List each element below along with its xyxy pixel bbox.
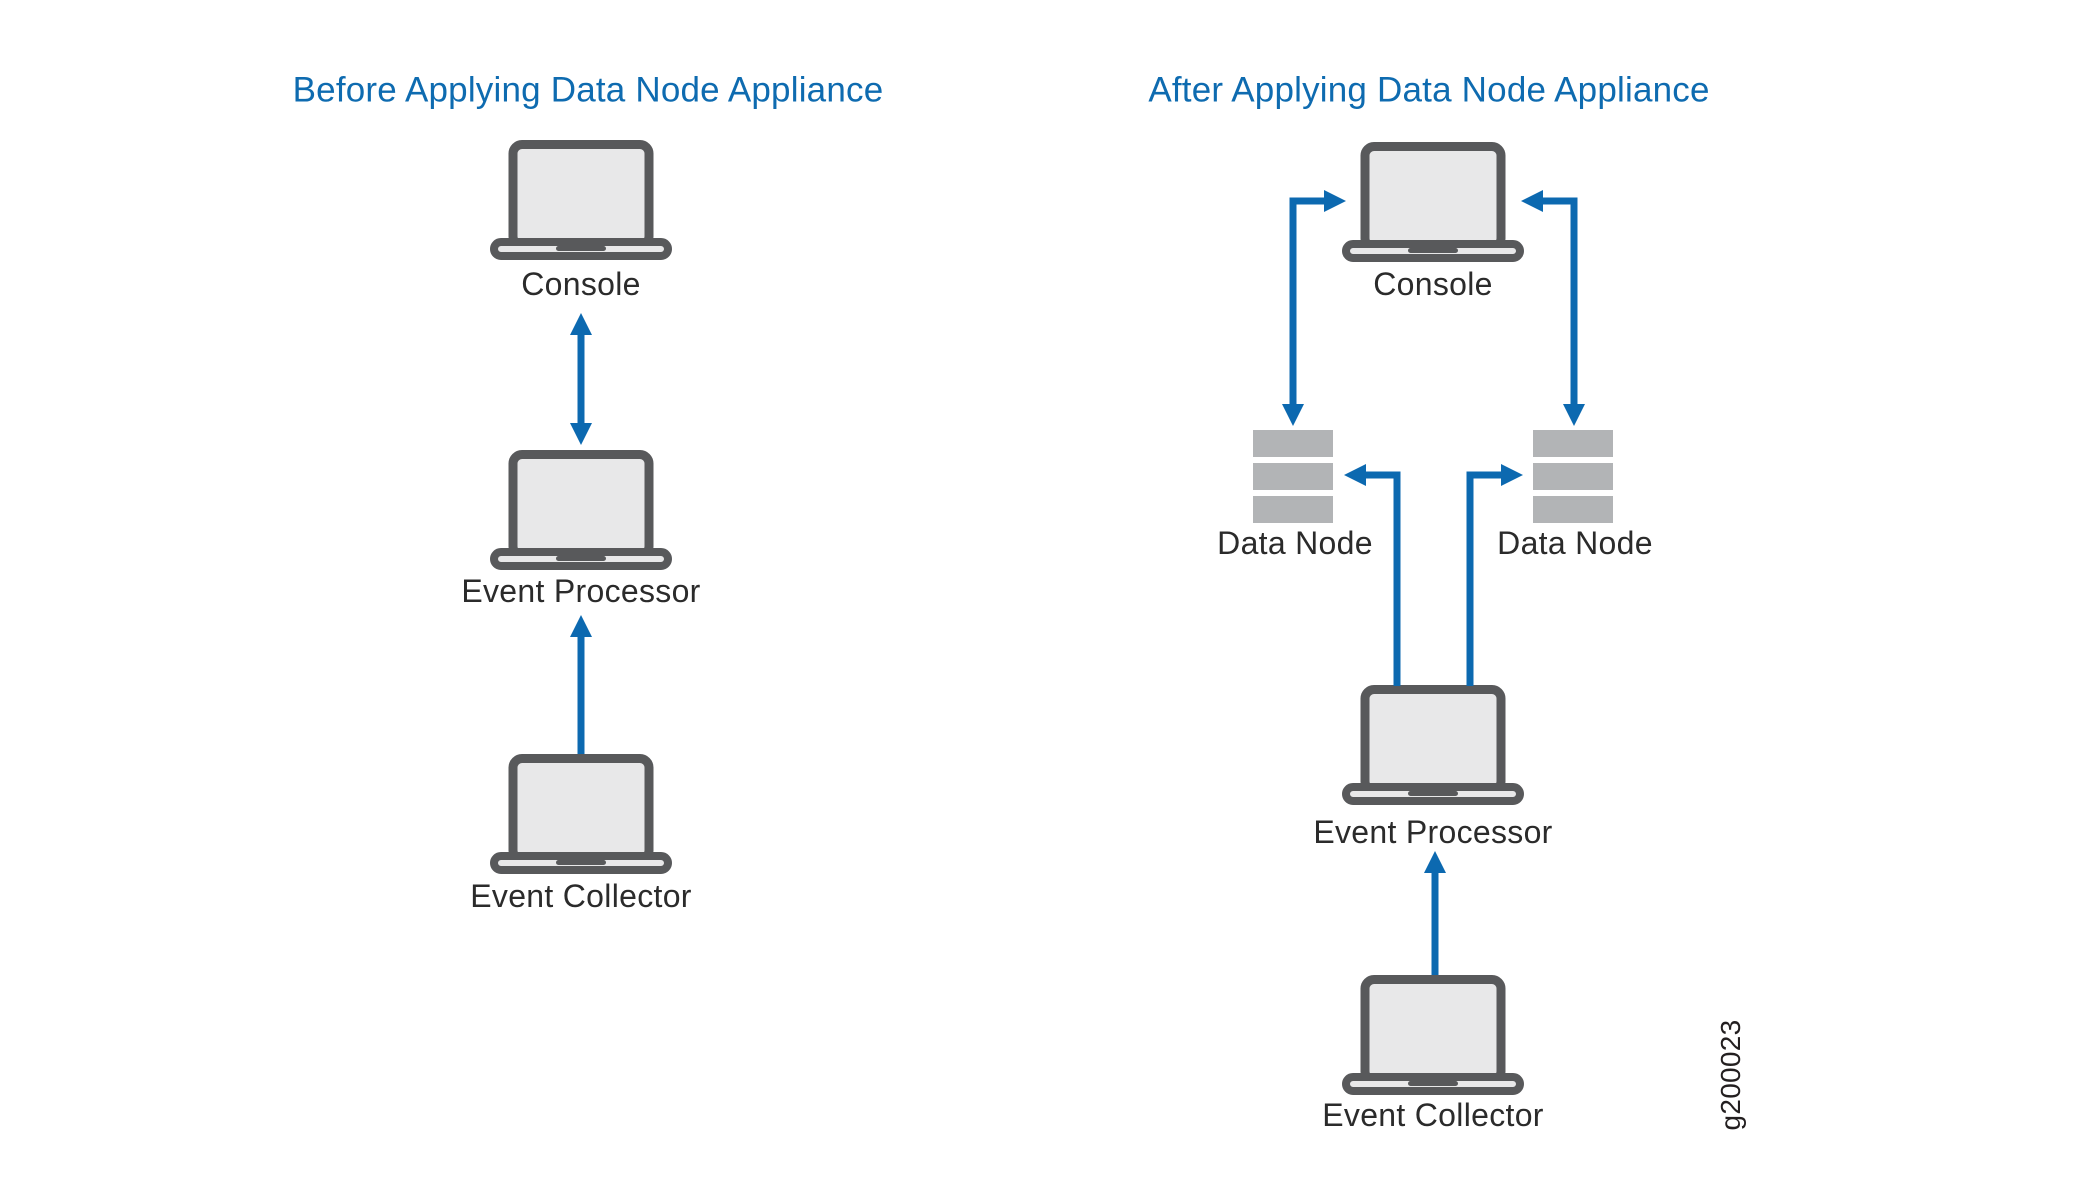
before-diagram bbox=[494, 145, 668, 871]
arrow-datanode-right-console bbox=[1521, 190, 1585, 426]
before-event-processor-label: Event Processor bbox=[461, 573, 701, 609]
arrow-datanode-left-console bbox=[1282, 190, 1346, 426]
after-panel-title: After Applying Data Node Appliance bbox=[1148, 70, 1710, 110]
arrow-eventprocessor-datanode-left bbox=[1344, 464, 1401, 686]
arrow-console-eventprocessor-bidirectional bbox=[570, 313, 592, 445]
figure-id-label: g200023 bbox=[1715, 1019, 1746, 1131]
after-data-node-left-label: Data Node bbox=[1217, 525, 1373, 561]
after-diagram bbox=[1253, 147, 1613, 1092]
laptop-icon-event-processor-after bbox=[1346, 690, 1520, 802]
laptop-icon-event-collector-after bbox=[1346, 980, 1520, 1092]
data-node-left-icon bbox=[1253, 430, 1333, 523]
laptop-icon-console-after bbox=[1346, 147, 1520, 259]
after-console-label: Console bbox=[1373, 266, 1493, 302]
laptop-icon-console-before bbox=[494, 145, 668, 257]
laptop-icon-event-processor-before bbox=[494, 455, 668, 567]
data-node-right-icon bbox=[1533, 430, 1613, 523]
laptop-icon-event-collector-before bbox=[494, 759, 668, 871]
before-console-label: Console bbox=[521, 266, 641, 302]
after-event-collector-label: Event Collector bbox=[1322, 1097, 1544, 1133]
after-data-node-right-label: Data Node bbox=[1497, 525, 1653, 561]
after-event-processor-label: Event Processor bbox=[1313, 814, 1553, 850]
before-panel-title: Before Applying Data Node Appliance bbox=[292, 70, 884, 110]
arrow-eventcollector-eventprocessor-after bbox=[1424, 851, 1446, 975]
arrow-eventprocessor-datanode-right bbox=[1466, 464, 1523, 686]
before-event-collector-label: Event Collector bbox=[470, 878, 692, 914]
arrow-eventcollector-eventprocessor-before bbox=[570, 615, 592, 754]
